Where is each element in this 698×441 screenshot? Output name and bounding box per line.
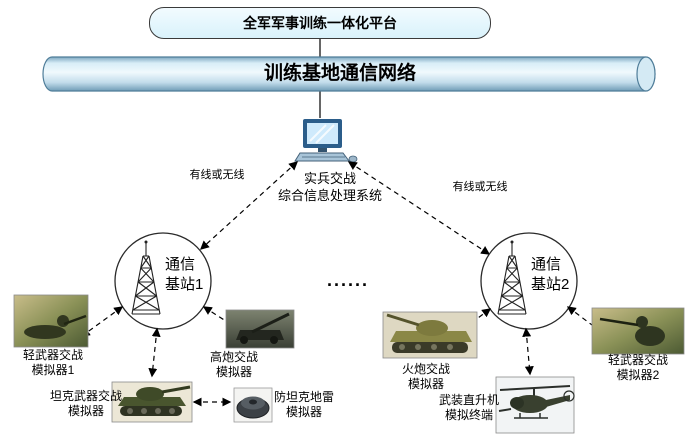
mine-simulator-label: 防坦克地雷 模拟器 <box>273 390 334 419</box>
light-weapon-simulator1-label: 轻武器交战 模拟器1 <box>22 348 83 377</box>
link-label-left: 有线或无线 <box>189 169 245 181</box>
tank-simulator-image <box>111 381 193 423</box>
link-processor-station2 <box>347 161 491 255</box>
light-weapon-simulator2-image <box>591 307 685 355</box>
light-weapon-simulator2-label: 轻武器交战 模拟器2 <box>607 353 668 382</box>
processor-computer-icon <box>294 119 358 163</box>
helicopter-simulator-label: 武装直升机 模拟终端 <box>438 393 499 422</box>
tank-simulator-label: 坦克武器交战 模拟器 <box>49 389 122 418</box>
station2-label: 通信 基站2 <box>531 256 570 293</box>
link-label-right: 有线或无线 <box>452 181 508 193</box>
link-station1-tank <box>148 327 161 378</box>
link-processor-station1 <box>199 161 299 250</box>
mine-simulator-image <box>233 387 273 423</box>
processor-label: 实兵交战 综合信息处理系统 <box>277 171 382 203</box>
station1-label: 通信 基站1 <box>165 256 204 293</box>
network-bus-cylinder <box>42 56 656 92</box>
base-station-1 <box>114 232 212 330</box>
artillery-simulator-image <box>382 311 478 359</box>
helicopter-simulator-image <box>495 376 575 434</box>
platform-title: 全军军事训练一体化平台 <box>243 15 397 31</box>
aa-gun-simulator-label: 高炮交战 模拟器 <box>209 350 258 379</box>
light-weapon-simulator1-image <box>13 294 89 348</box>
ellipsis-separator: ...... <box>326 270 369 290</box>
aa-gun-simulator-image <box>225 309 295 349</box>
network-bus-title: 训练基地通信网络 <box>263 63 416 84</box>
artillery-simulator-label: 火炮交战 模拟器 <box>401 362 450 391</box>
platform-title-box: 全军军事训练一体化平台 <box>149 7 491 39</box>
link-station2-helicopter <box>522 327 534 376</box>
